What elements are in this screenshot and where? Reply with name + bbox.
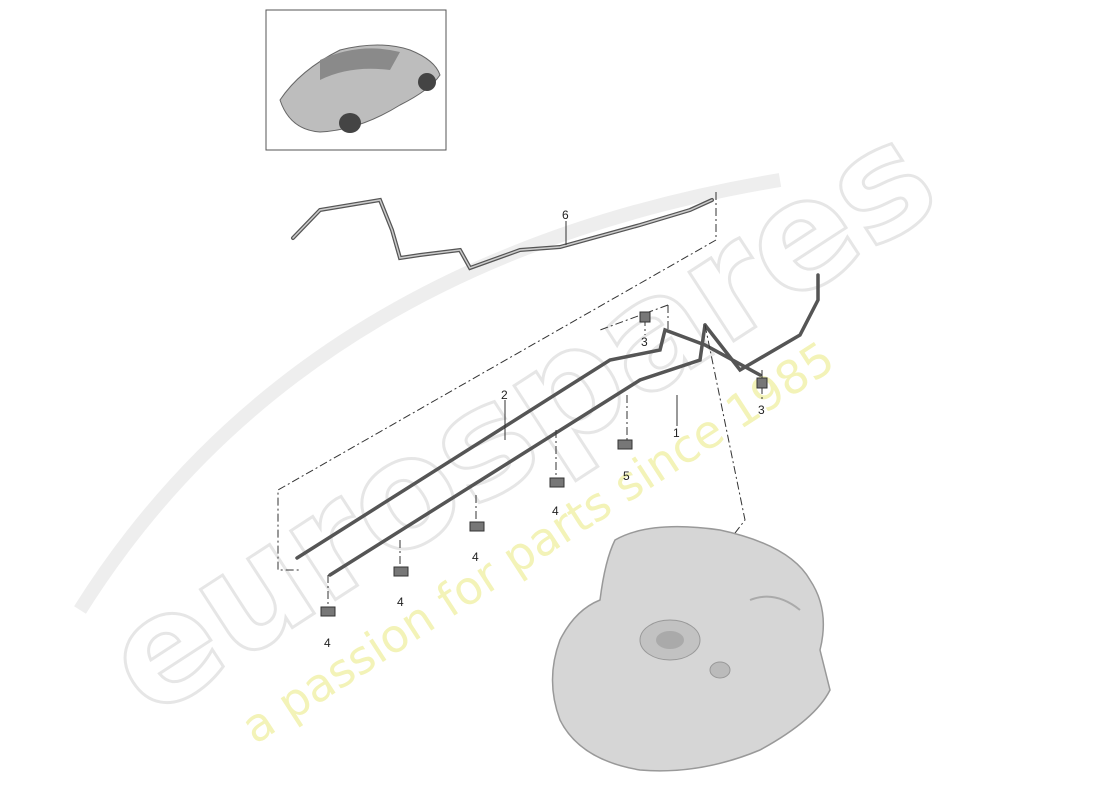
clip-4b[interactable] — [469, 521, 485, 532]
car-thumbnail-icon — [279, 44, 441, 133]
callout-labels: 6 2 3 3 1 5 4 4 4 4 — [324, 208, 765, 650]
clip-4c[interactable] — [393, 566, 409, 577]
clip-3b[interactable] — [756, 377, 768, 389]
callout-5[interactable]: 5 — [623, 469, 630, 483]
callout-6[interactable]: 6 — [562, 208, 569, 222]
watermark-swoosh — [74, 173, 782, 614]
callout-4[interactable]: 4 — [472, 550, 479, 564]
clip-3a[interactable] — [639, 311, 651, 323]
callout-4[interactable]: 4 — [397, 595, 404, 609]
clip-4d[interactable] — [320, 606, 336, 617]
callout-1[interactable]: 1 — [673, 426, 680, 440]
callout-4[interactable]: 4 — [552, 504, 559, 518]
assembly-boundary — [277, 192, 763, 606]
callout-3[interactable]: 3 — [758, 403, 765, 417]
leader-lines — [504, 221, 678, 440]
fuel-tank[interactable] — [551, 525, 831, 772]
callout-4[interactable]: 4 — [324, 636, 331, 650]
callout-3[interactable]: 3 — [641, 335, 648, 349]
callout-2[interactable]: 2 — [501, 388, 508, 402]
clip-5[interactable] — [617, 439, 633, 450]
fuel-line-6[interactable] — [291, 197, 714, 271]
car-thumbnail[interactable] — [265, 9, 447, 151]
watermark: eurospares a passion for parts since 198… — [73, 86, 966, 754]
clip-4a[interactable] — [549, 477, 565, 488]
fuel-line-2[interactable] — [295, 327, 762, 560]
